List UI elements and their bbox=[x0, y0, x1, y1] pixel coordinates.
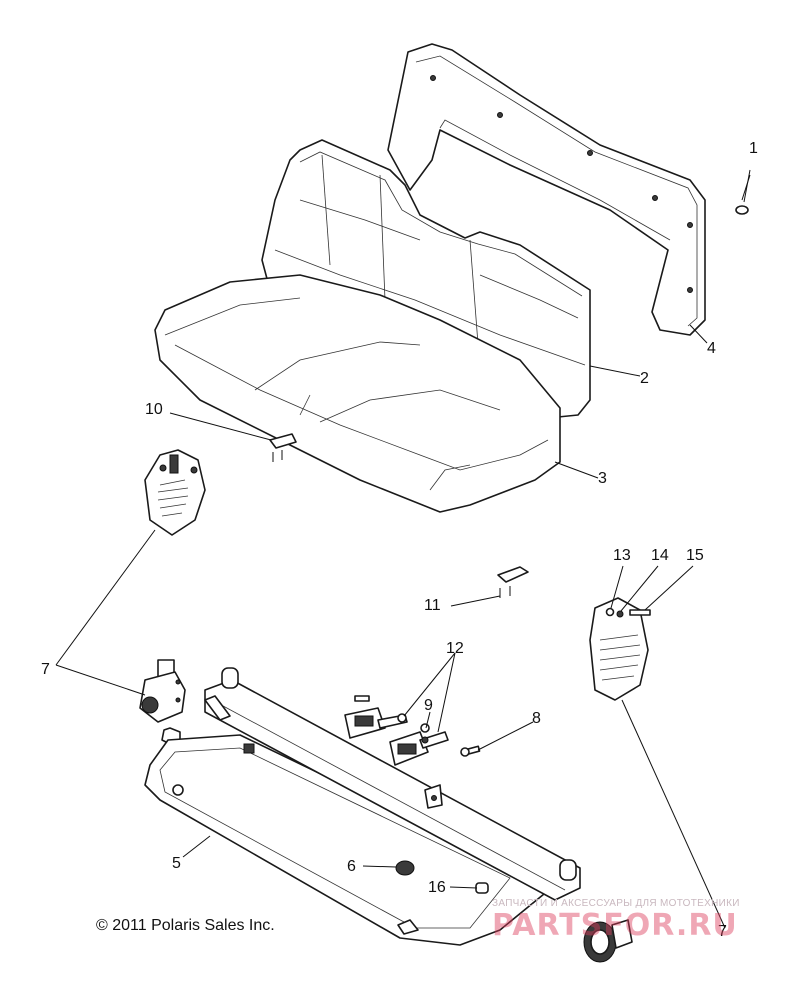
callout-13: 13 bbox=[613, 547, 631, 564]
copyright-notice: © 2011 Polaris Sales Inc. bbox=[96, 917, 275, 934]
callout-labels: 1 2 3 4 5 6 7 7 8 9 10 11 12 13 14 15 16 bbox=[41, 140, 758, 940]
callout-16: 16 bbox=[428, 879, 446, 896]
callout-7b: 7 bbox=[718, 923, 727, 940]
watermark-logo: PARTSFOR.RU bbox=[492, 908, 738, 943]
seat-bottom-cushion bbox=[154, 274, 561, 513]
callout-7a: 7 bbox=[41, 661, 50, 678]
leader-lines bbox=[55, 169, 751, 929]
callout-15: 15 bbox=[686, 547, 704, 564]
callout-8: 8 bbox=[532, 710, 541, 727]
retractor-right bbox=[583, 919, 633, 963]
seat-base-frame bbox=[144, 734, 556, 946]
bracket-part-11 bbox=[497, 566, 529, 598]
watermark-tagline: ЗАПЧАСТИ И АКСЕССУАРЫ ДЛЯ МОТОТЕХНИКИ bbox=[492, 898, 740, 909]
bracket-part-10 bbox=[269, 433, 297, 462]
washer-part-13 bbox=[605, 607, 615, 617]
nut-part-14 bbox=[616, 610, 624, 618]
callout-6: 6 bbox=[347, 858, 356, 875]
bolt-part-8 bbox=[460, 745, 481, 757]
seat-mount-rail bbox=[204, 667, 581, 901]
retractor-left bbox=[139, 659, 186, 745]
callout-12: 12 bbox=[446, 640, 464, 657]
seat-backrest-cushion bbox=[261, 139, 591, 419]
buckle-part-12 bbox=[344, 695, 449, 766]
callout-14: 14 bbox=[651, 547, 669, 564]
seat-belt-boot-right bbox=[589, 597, 651, 701]
callout-5: 5 bbox=[172, 855, 181, 872]
callout-2: 2 bbox=[640, 370, 649, 387]
callout-10: 10 bbox=[145, 401, 163, 418]
seat-back-panel bbox=[387, 43, 706, 336]
nut-part-6 bbox=[395, 860, 415, 876]
callout-4: 4 bbox=[707, 340, 716, 357]
seat-belt-boot-left bbox=[144, 449, 206, 536]
spacer-part-16 bbox=[475, 882, 489, 894]
callout-3: 3 bbox=[598, 470, 607, 487]
callout-1: 1 bbox=[749, 140, 758, 157]
callout-11: 11 bbox=[424, 597, 441, 614]
bolt-part-15 bbox=[629, 609, 651, 616]
callout-9: 9 bbox=[424, 697, 433, 714]
